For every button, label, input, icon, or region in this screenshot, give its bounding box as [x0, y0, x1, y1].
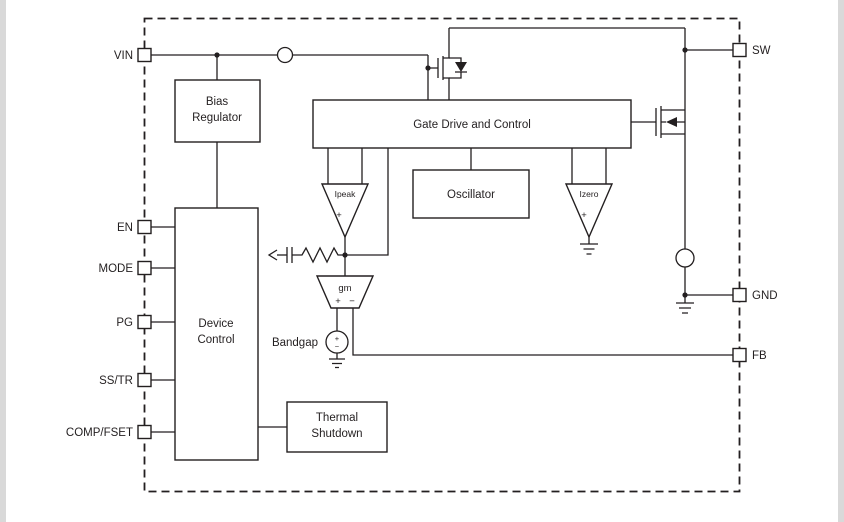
plus-sign: + [335, 334, 340, 343]
pin-label: EN [117, 222, 133, 234]
gm-label: gm [338, 283, 351, 294]
pin-pad [732, 287, 747, 303]
minus-sign: − [349, 296, 355, 307]
junction-dot [214, 52, 220, 58]
ground-icon [676, 302, 694, 314]
pin-label: COMP/FSET [66, 427, 133, 439]
current-sense-circle-icon [675, 248, 695, 268]
junction-dot [682, 292, 688, 298]
capacitor-icon [286, 247, 293, 263]
block-label: Oscillator [447, 189, 495, 201]
block-outline [286, 401, 388, 453]
page-edge-left [0, 0, 6, 522]
pin-vin: VIN [114, 47, 152, 63]
comparator-triangle-icon [564, 183, 614, 239]
pin-mode: MODE [99, 260, 152, 276]
substrate-arrow-icon [666, 117, 677, 127]
body-diode-wires [449, 57, 467, 79]
pin-fb: FB [732, 347, 767, 363]
izero-comparator: Izero + [564, 183, 614, 255]
sw-gnd-rail-wire [449, 27, 733, 303]
block-label: Bias [206, 96, 229, 108]
pin-label: FB [752, 350, 767, 362]
gate-drive-drop-wires [327, 148, 607, 256]
pin-label: PG [116, 317, 133, 329]
rectifier-mosfet-icon [428, 28, 467, 100]
block-label: Shutdown [311, 428, 362, 440]
pin-label: MODE [99, 263, 134, 275]
pin-compfset: COMP/FSET [66, 424, 152, 440]
comparator-triangle-icon [320, 183, 370, 239]
pin-pad [137, 424, 152, 440]
chip-boundary [143, 17, 741, 493]
pin-en: EN [117, 219, 152, 235]
pin-pad [137, 219, 152, 235]
block-outline [174, 207, 259, 461]
plus-sign: + [335, 296, 341, 307]
block-oscillator: Oscillator [412, 169, 530, 219]
block-label: Control [197, 334, 234, 346]
gm-amplifier: gm + − [315, 275, 375, 309]
ground-icon [329, 353, 345, 369]
arrow-left-icon [267, 249, 278, 261]
pin-pad [137, 47, 152, 63]
gm-trapezoid-icon [315, 275, 375, 309]
pin-gnd: GND [732, 287, 778, 303]
bandgap-label: Bandgap [272, 337, 318, 349]
mosfet-body-wires [631, 106, 685, 138]
pin-label: SW [752, 45, 771, 57]
junction-dot [342, 252, 348, 258]
block-gate-drive-and-control: Gate Drive and Control [312, 99, 632, 149]
current-sense-circle-icon [276, 46, 294, 64]
junction-dot [425, 65, 431, 71]
resistor-icon [292, 246, 345, 264]
block-outline [174, 79, 261, 143]
pin-pg: PG [116, 314, 152, 330]
compensation-network [267, 246, 345, 264]
plus-sign: + [581, 210, 587, 221]
body-diode-icon [455, 62, 467, 72]
pin-label: VIN [114, 50, 133, 62]
block-label: Device [198, 318, 233, 330]
page-edge-right [838, 0, 844, 522]
block-outline [412, 169, 530, 219]
block-label: Gate Drive and Control [413, 119, 531, 131]
pin-label: GND [752, 290, 778, 302]
mosfet-body-wires [428, 28, 450, 100]
plus-sign: + [336, 210, 342, 221]
ipeak-comparator: Ipeak + [320, 183, 370, 239]
comparator-label: Ipeak [335, 189, 357, 199]
block-label: Thermal [316, 412, 358, 424]
lowside-mosfet-icon [631, 106, 685, 138]
pin-pad [732, 347, 747, 363]
block-device-control: Device Control [174, 207, 259, 461]
ground-icon [580, 237, 598, 255]
pin-label: SS/TR [99, 375, 133, 387]
pin-pad [732, 42, 747, 58]
bandgap-reference: + − Bandgap [272, 330, 349, 369]
pin-pad [137, 372, 152, 388]
gm-input-fb-wire [336, 308, 733, 356]
block-bias-regulator: Bias Regulator [174, 79, 261, 143]
pin-pad [137, 314, 152, 330]
block-thermal-shutdown: Thermal Shutdown [286, 401, 388, 453]
block-outline [312, 99, 632, 149]
minus-sign: − [335, 342, 340, 351]
junction-dot [682, 47, 688, 53]
pin-sw: SW [732, 42, 771, 58]
pin-pad [137, 260, 152, 276]
left-pin-stub-wires [151, 226, 175, 433]
pin-sstr: SS/TR [99, 372, 152, 388]
block-label: Regulator [192, 112, 242, 124]
comparator-label: Izero [580, 189, 599, 199]
